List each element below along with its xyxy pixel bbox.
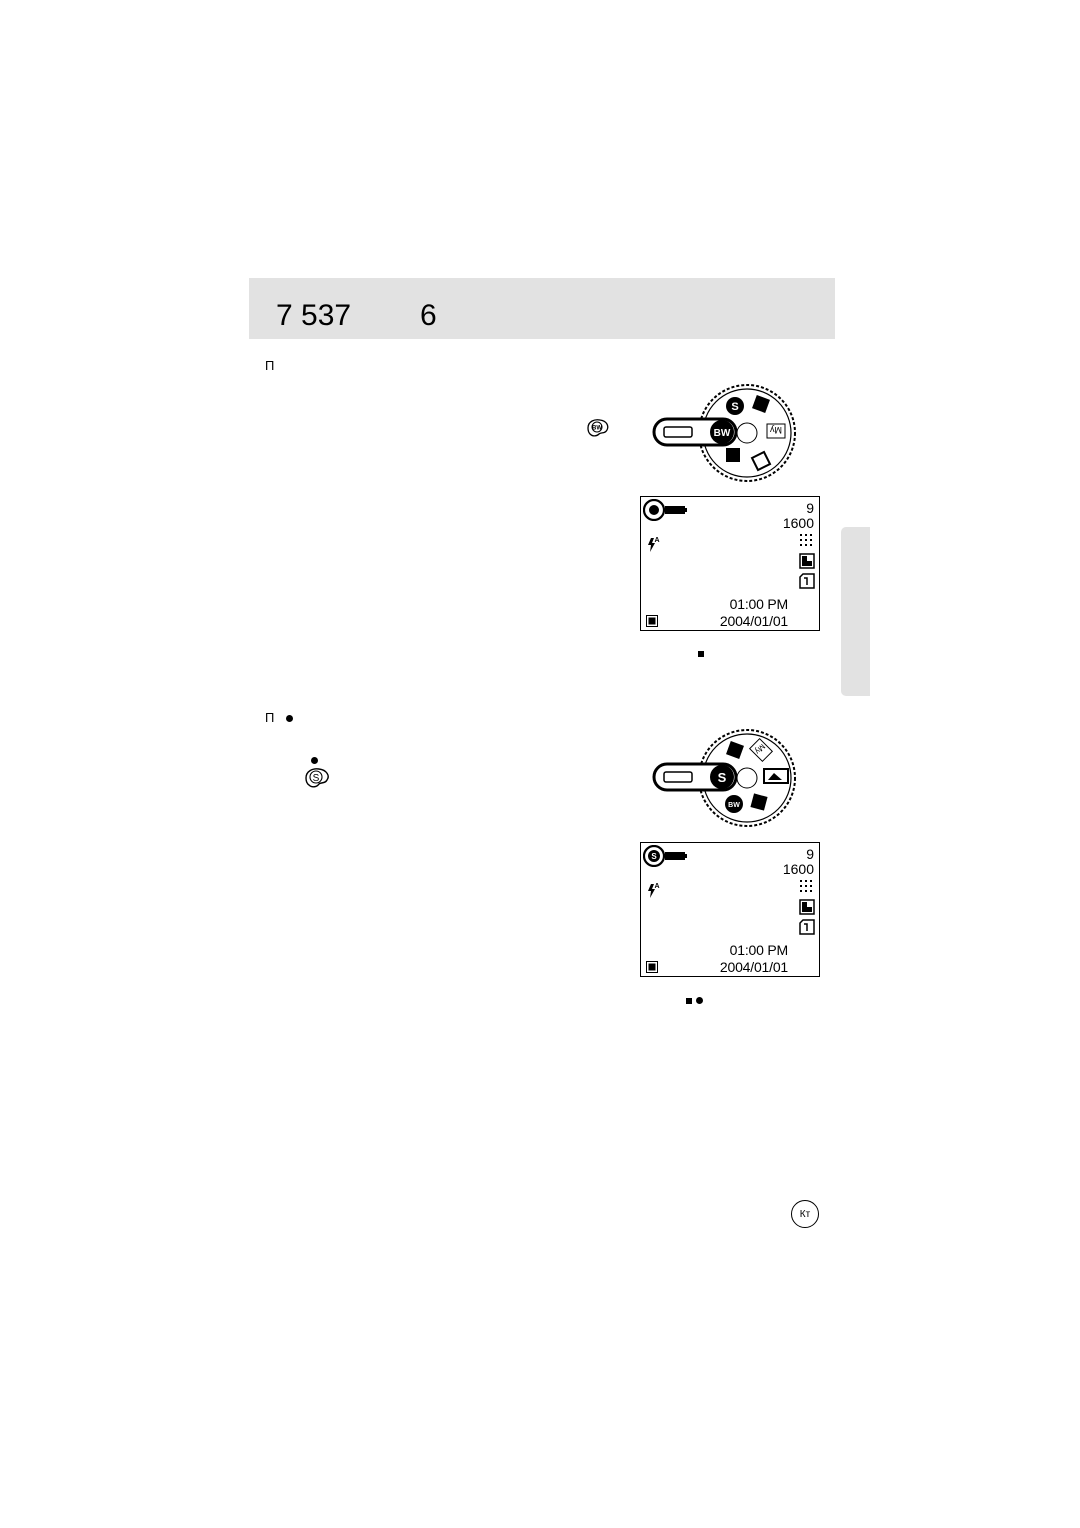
svg-text:S: S [731,401,738,413]
section2-marker: П [265,710,293,726]
battery-icon [646,960,658,978]
caption-marker-2 [686,992,704,1010]
metering-icon [799,899,815,920]
black-white-mode-icon: BW [585,418,611,443]
lcd-time: 01:00 PM [729,596,789,612]
quality-icon [799,879,815,898]
image-resolution: 1600 [782,861,814,877]
svg-text:BW: BW [728,802,740,809]
svg-text:My: My [770,425,782,435]
lcd-time: 01:00 PM [729,942,789,958]
bullet-dot [285,715,293,723]
mode-dial-icon: BW S My [652,382,800,491]
mode-dial-icon: S My BW [652,727,800,836]
section-title-suffix: 6 [420,299,437,332]
section-header-bar [249,278,835,339]
memory-card-icon [799,919,815,940]
flash-auto-icon: A [647,535,661,558]
battery-icon [646,614,658,632]
svg-text:S: S [718,770,727,785]
remaining-shots: 9 [806,500,814,516]
bullet-dot [311,752,318,770]
lcd-screen-2: S 9 1600 A 01:00 PM 2004 [640,842,820,977]
metering-icon [799,553,815,574]
image-resolution: 1600 [782,515,814,531]
svg-text:S: S [313,773,320,784]
sepia-mode-icon: S [642,844,689,872]
section1-marker: П [265,358,275,373]
caption-marker-1 [698,645,704,663]
memory-card-icon [799,573,815,594]
page-number-badge: Кт [791,1200,819,1228]
black-white-mode-icon [642,498,689,526]
chapter-side-tab [841,527,870,696]
lcd-date: 2004/01/01 [719,959,788,975]
flash-auto-icon: A [647,881,661,904]
svg-text:BW: BW [714,428,731,439]
svg-text:A: A [654,883,659,890]
svg-text:S: S [651,852,657,861]
section-title: 7 537 [276,299,352,332]
svg-text:A: A [654,537,659,544]
sepia-mode-icon: S [303,767,333,794]
lcd-date: 2004/01/01 [719,613,788,629]
section2-letter: П [265,710,275,725]
remaining-shots: 9 [806,846,814,862]
svg-text:BW: BW [592,426,602,432]
quality-icon [799,533,815,552]
lcd-screen-1: 9 1600 A 01:00 PM 2004/01/01 [640,496,820,631]
